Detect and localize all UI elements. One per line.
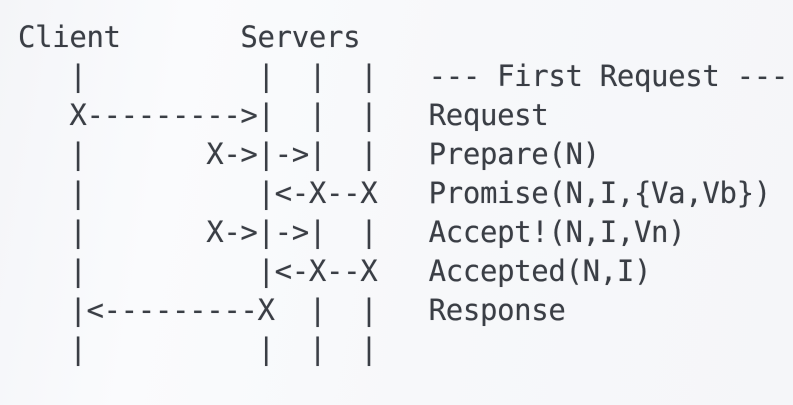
paxos-sequence-diagram: Client Servers | | | | --- First Request… xyxy=(18,20,788,366)
